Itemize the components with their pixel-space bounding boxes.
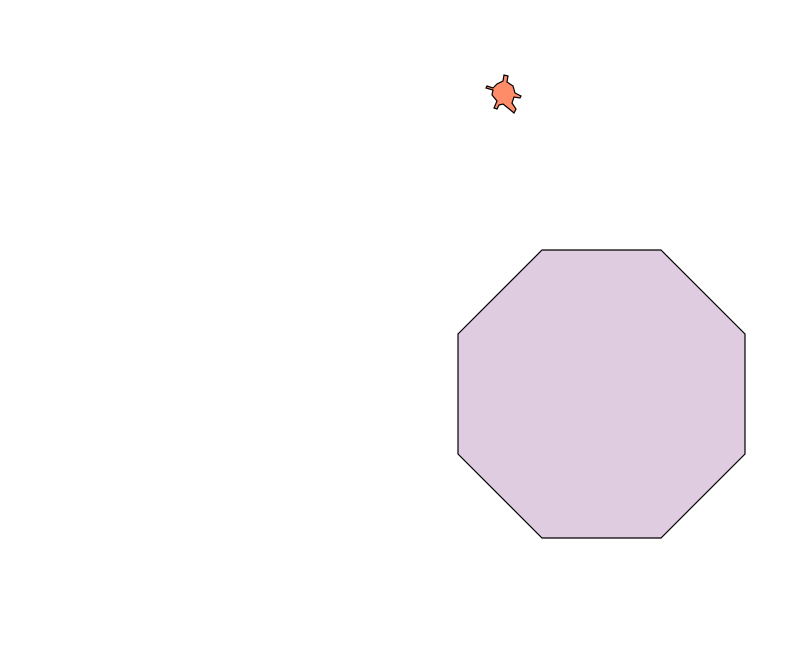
turtle-icon	[485, 74, 522, 114]
octagon-shape	[457, 249, 746, 539]
